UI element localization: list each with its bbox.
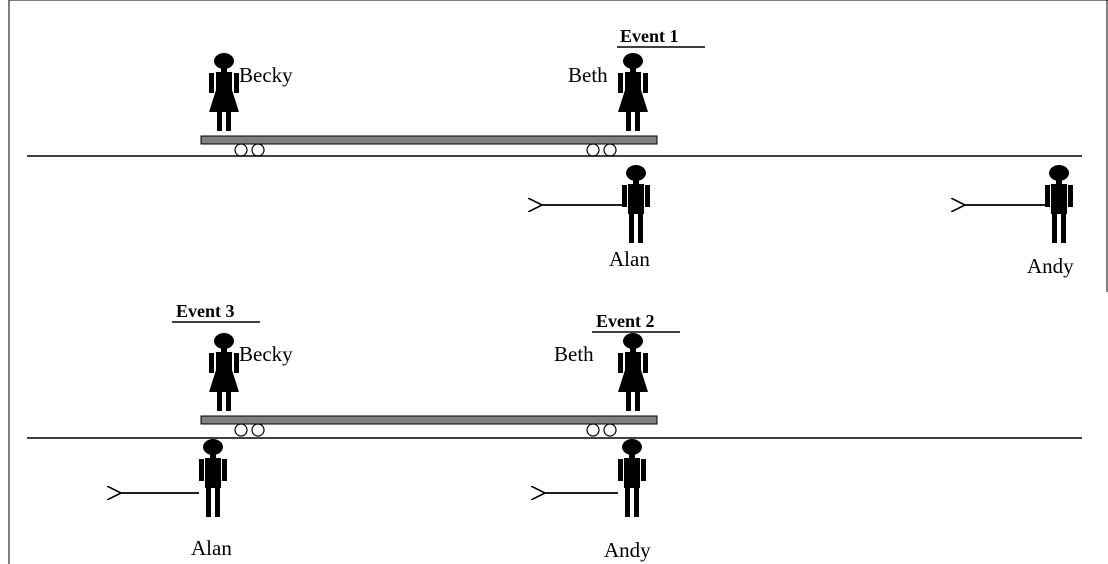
alan-label-top: Alan	[609, 247, 650, 271]
alan-figure-bottom	[199, 439, 227, 517]
railcar-top	[200, 135, 658, 157]
becky-label-bottom: Becky	[239, 342, 293, 366]
beth-figure-top	[618, 53, 648, 131]
beth-label-top: Beth	[568, 63, 608, 87]
alan-label-bottom: Alan	[191, 536, 232, 560]
scene-top: Event 1 Becky Beth Alan Andy	[27, 26, 1082, 278]
andy-label-top: Andy	[1027, 254, 1074, 278]
andy-figure-bottom	[618, 439, 646, 517]
event-3-label: Event 3	[176, 301, 235, 321]
scene-bottom: Event 3 Event 2 Becky Beth Alan Andy	[27, 301, 1082, 562]
becky-figure-bottom	[209, 333, 239, 411]
andy-label-bottom: Andy	[604, 538, 651, 562]
becky-figure-top	[209, 53, 239, 131]
andy-figure-top	[1045, 165, 1073, 243]
event-1-label: Event 1	[620, 26, 679, 46]
railcar-bottom	[200, 415, 658, 437]
beth-label-bottom: Beth	[554, 342, 594, 366]
event-2-label: Event 2	[596, 311, 655, 331]
beth-figure-bottom	[618, 333, 648, 411]
alan-figure-top	[622, 165, 650, 243]
becky-label-top: Becky	[239, 63, 293, 87]
